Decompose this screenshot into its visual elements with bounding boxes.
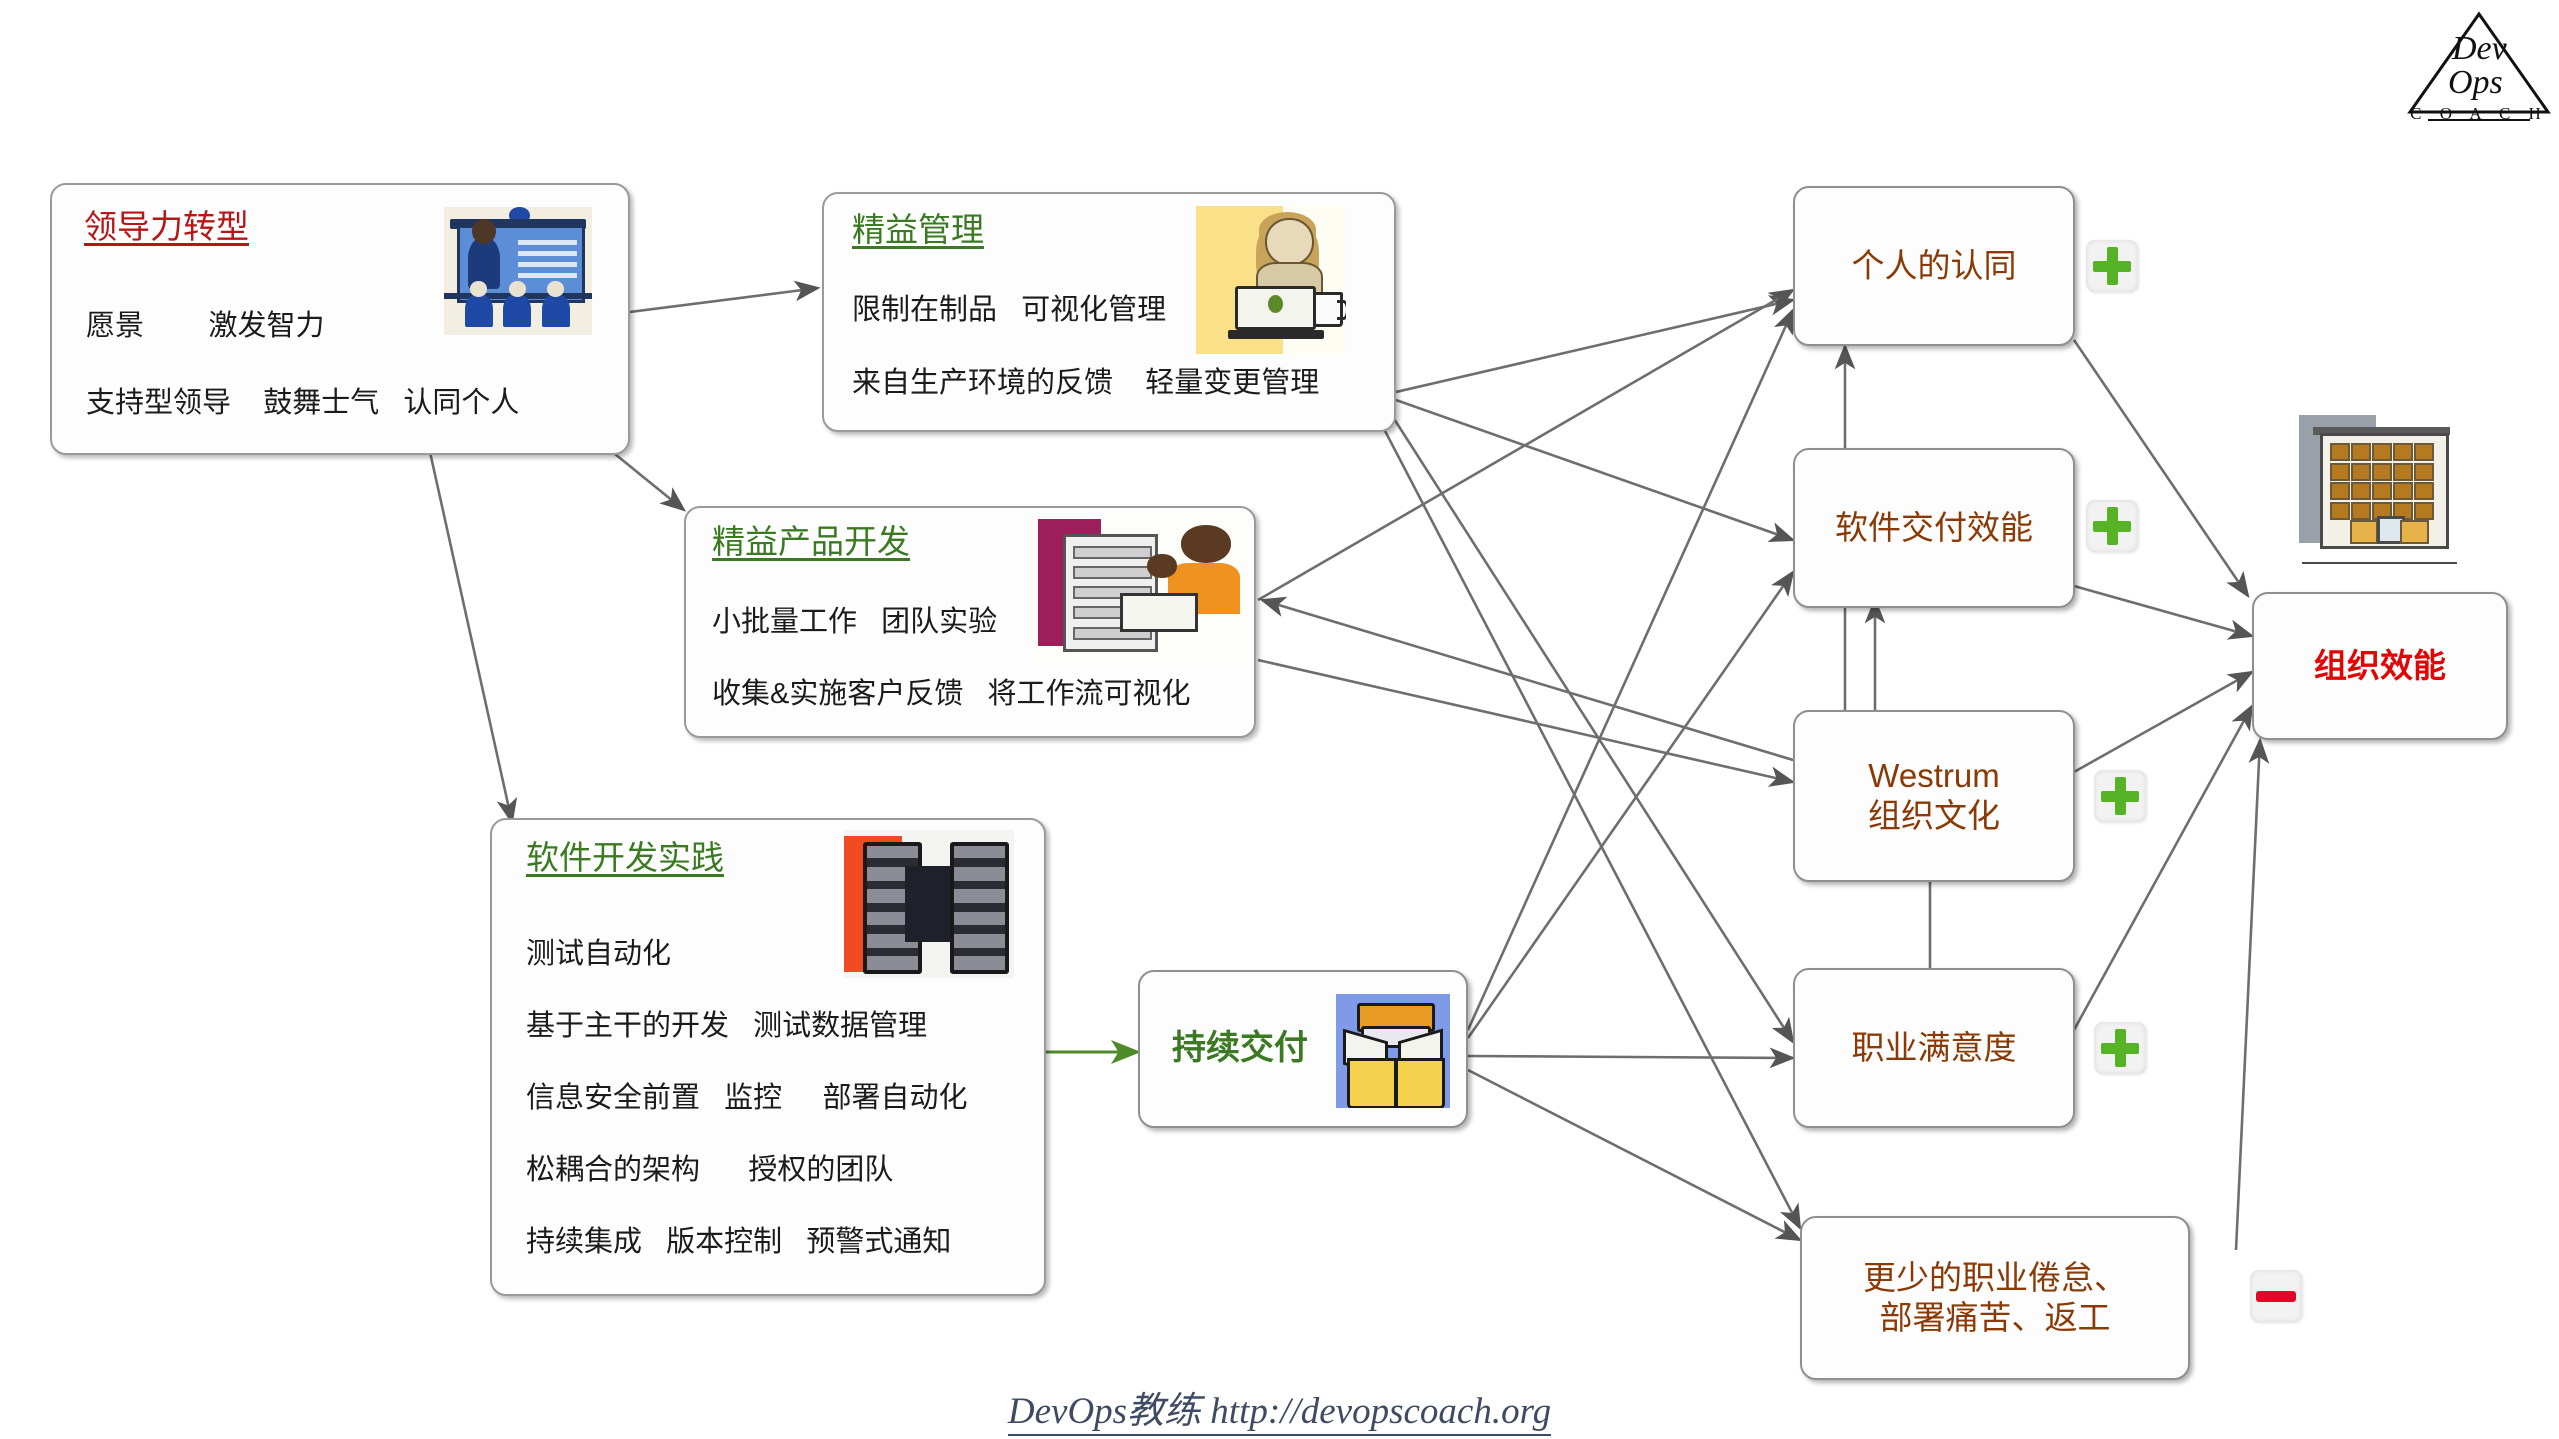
card-lean-product-development-line-2: 收集&实施客户反馈 将工作流可视化 [712,678,1191,710]
card-software-delivery-practices-line-4: 松耦合的架构 授权的团队 [526,1154,894,1186]
card-lean-management-line-1: 限制在制品 可视化管理 [852,294,1167,326]
footer-credit: DevOps教练 http://devopscoach.org [0,1380,2559,1436]
office-building-icon [2288,412,2464,564]
node-identity-label: 个人的认同 [1851,246,2017,284]
card-lean-management[interactable]: 精益管理 限制在制品 可视化管理 来自生产环境的反馈 轻量变更管理 [822,192,1396,432]
card-leadership[interactable]: 领导力转型 愿景 激发智力 支持型领导 鼓舞士气 认同个人 [50,183,630,455]
node-delivery-performance-label: 软件交付效能 [1835,508,2033,546]
card-software-delivery-practices-line-3: 信息安全前置 监控 部署自动化 [526,1082,968,1114]
node-identity[interactable]: 个人的认同 [1793,186,2075,346]
card-leadership-line-1: 愿景 激发智力 [86,310,325,342]
devops-coach-logo: Dev Ops C O A C H [2404,8,2554,130]
node-job-satisfaction-label: 职业满意度 [1851,1028,2017,1066]
card-lean-product-development-title: 精益产品开发 [712,523,910,560]
card-lean-management-line-2: 来自生产环境的反馈 轻量变更管理 [852,367,1320,399]
node-job-satisfaction[interactable]: 职业满意度 [1793,968,2075,1128]
card-software-delivery-practices-line-1: 测试自动化 [526,938,672,970]
node-continuous-delivery-label: 持续交付 [1172,1029,1308,1068]
woman-at-laptop-icon [1196,206,1346,354]
card-software-delivery-practices-title: 软件开发实践 [526,839,724,876]
server-rack-person-icon [1034,516,1244,664]
presentation-training-icon [444,207,592,335]
node-organizational-performance[interactable]: 组织效能 [2252,592,2508,740]
logo-line-dev: Dev [2452,30,2507,67]
node-delivery-performance[interactable]: 软件交付效能 [1793,448,2075,608]
footer-credit-text: DevOps教练 http://devopscoach.org [1007,1391,1552,1436]
logo-line-ops: Ops [2448,64,2503,101]
badge-plus-westrum-culture [2094,770,2146,822]
node-organizational-performance-label: 组织效能 [2314,646,2446,684]
logo-line-coach: C O A C H [2410,104,2548,123]
badge-plus-delivery-performance [2086,500,2138,552]
card-software-delivery-practices-line-5: 持续集成 版本控制 预警式通知 [526,1226,952,1258]
card-lean-product-development[interactable]: 精益产品开发 小批量工作 团队实验 收集&实施客户反馈 将工作流可视化 [684,506,1256,738]
node-continuous-delivery[interactable]: 持续交付 [1138,970,1468,1128]
badge-plus-identity [2086,240,2138,292]
badge-plus-job-satisfaction [2094,1022,2146,1074]
logo-triangle-icon [2407,11,2551,121]
node-less-burnout[interactable]: 更少的职业倦怠、 部署痛苦、返工 [1800,1216,2190,1380]
badge-minus-less-burnout [2250,1270,2302,1322]
card-leadership-title: 领导力转型 [84,208,249,245]
bellows-icon [844,830,1014,978]
node-less-burnout-label: 更少的职业倦怠、 部署痛苦、返工 [1863,1258,2127,1336]
card-lean-product-development-line-1: 小批量工作 团队实验 [712,606,998,638]
node-westrum-culture-label: Westrum 组织文化 [1868,756,2000,834]
node-westrum-culture[interactable]: Westrum 组织文化 [1793,710,2075,882]
card-software-delivery-practices-line-2: 基于主干的开发 测试数据管理 [526,1010,928,1042]
open-package-icon [1336,994,1450,1108]
card-leadership-line-2: 支持型领导 鼓舞士气 认同个人 [86,387,520,419]
card-software-delivery-practices[interactable]: 软件开发实践 测试自动化 基于主干的开发 测试数据管理 信息安全前置 监控 部署… [490,818,1046,1296]
card-lean-management-title: 精益管理 [852,211,984,248]
